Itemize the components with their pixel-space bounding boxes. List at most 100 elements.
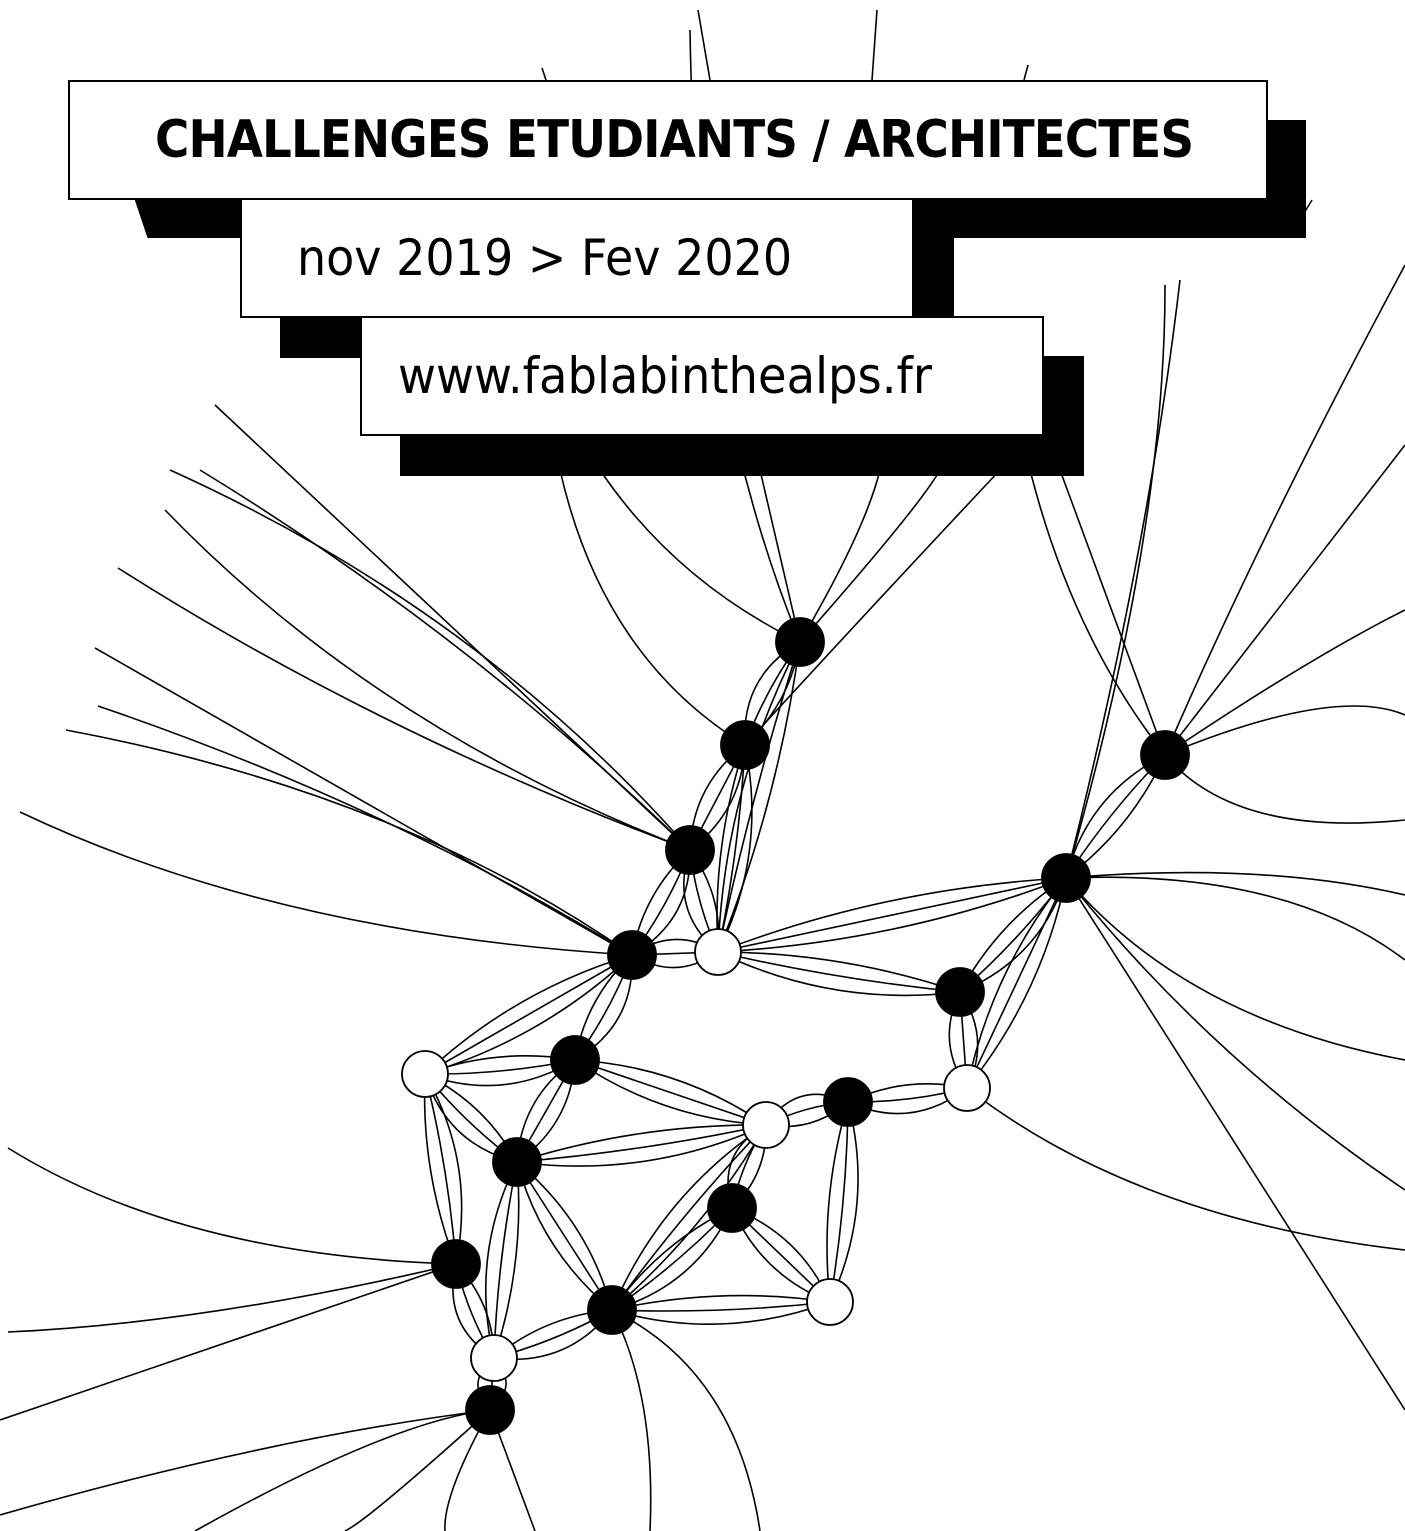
connector-line [799,469,941,643]
connector-line [1059,469,1166,756]
connector-line [559,469,746,746]
connector-line [493,1161,518,1359]
connector-line [423,1073,457,1265]
connector-line [829,1101,849,1303]
connector-line [1023,64,1029,81]
connector-line [117,567,691,851]
connector-line [717,641,801,953]
connector-line [871,9,878,81]
connector-line [717,951,961,993]
connector-line [169,469,691,851]
connector-line [759,469,801,643]
connector-line [574,1059,767,1126]
connector-line [7,1147,457,1265]
connector-line [717,744,753,953]
node-black [775,617,825,667]
connector-line [826,1101,849,1303]
node-black [720,720,770,770]
connector-line [0,1409,491,1516]
connector-line [966,1087,1405,1251]
connector-line [1065,877,1405,1191]
connector-line [164,509,691,851]
connector-line [424,954,633,1075]
connector-line [484,1161,518,1359]
connector-line [1065,876,1405,961]
connector-line [1029,469,1166,756]
connector-line [424,954,633,1075]
connector-line [717,641,801,953]
connector-line [516,1124,767,1163]
connector-line [611,1294,831,1311]
node-black [707,1183,757,1233]
node-black [431,1239,481,1289]
node-black [1140,730,1190,780]
banner-group: CHALLENGES ETUDIANTS / ARCHITECTES nov 2… [0,0,1405,480]
node-white [742,1101,790,1149]
connector-line [799,469,881,643]
connector-line [1164,264,1405,756]
website-link[interactable]: www.fablabinthealps.fr [398,347,933,405]
connector-line [611,1301,831,1312]
connector-line [493,1161,520,1359]
date-range: nov 2019 > Fev 2020 [297,229,793,287]
node-black [465,1385,515,1435]
connector-line [1065,871,1405,896]
connector-line [611,1309,761,1531]
connector-line [966,877,1067,1089]
url-box: www.fablabinthealps.fr [360,316,1044,436]
node-white [806,1278,854,1326]
connector-line [717,877,1067,953]
connector-line [344,1409,491,1531]
connector-line [717,951,961,997]
node-white [694,928,742,976]
connector-line [1164,754,1405,824]
connector-line [424,954,633,1075]
connector-line [199,469,691,851]
node-black [823,1077,873,1127]
connector-line [717,877,1067,953]
node-black [492,1137,542,1187]
connector-line [19,811,633,956]
connector-line [697,9,711,81]
node-white [470,1334,518,1382]
connector-line [516,1124,767,1167]
node-black [665,825,715,875]
connector-line [0,1263,457,1421]
connector-line [966,877,1067,1089]
connector-line [94,647,633,956]
node-black [935,967,985,1017]
page-title: CHALLENGES ETUDIANTS / ARCHITECTES [155,110,1194,170]
connector-line [611,1124,767,1311]
connector-line [194,1409,491,1531]
connector-line [1164,609,1405,756]
node-white [943,1064,991,1112]
connector-line [1065,877,1405,1061]
connector-line [1164,444,1405,756]
connector-line [65,729,633,956]
connector-line [717,641,801,953]
connector-line [611,1301,831,1326]
connector-line [744,469,1001,746]
date-box: nov 2019 > Fev 2020 [240,198,914,318]
connector-line [7,1263,457,1333]
connector-line [1065,877,1405,1411]
connector-line [1065,279,1181,879]
connector-line [1065,284,1166,879]
node-white [401,1050,449,1098]
connector-line [717,877,1067,953]
connector-line [611,1309,652,1531]
node-black [587,1285,637,1335]
connector-line [574,1059,767,1126]
connector-line [516,1161,613,1311]
node-black [607,930,657,980]
node-black [1041,853,1091,903]
connector-line [1164,705,1405,756]
connector-line [599,469,801,643]
connector-line [717,951,961,993]
connector-line [716,744,746,953]
connector-line [97,705,633,956]
connector-line [611,1124,767,1311]
connector-line [829,1101,859,1303]
title-box: CHALLENGES ETUDIANTS / ARCHITECTES [68,80,1268,200]
